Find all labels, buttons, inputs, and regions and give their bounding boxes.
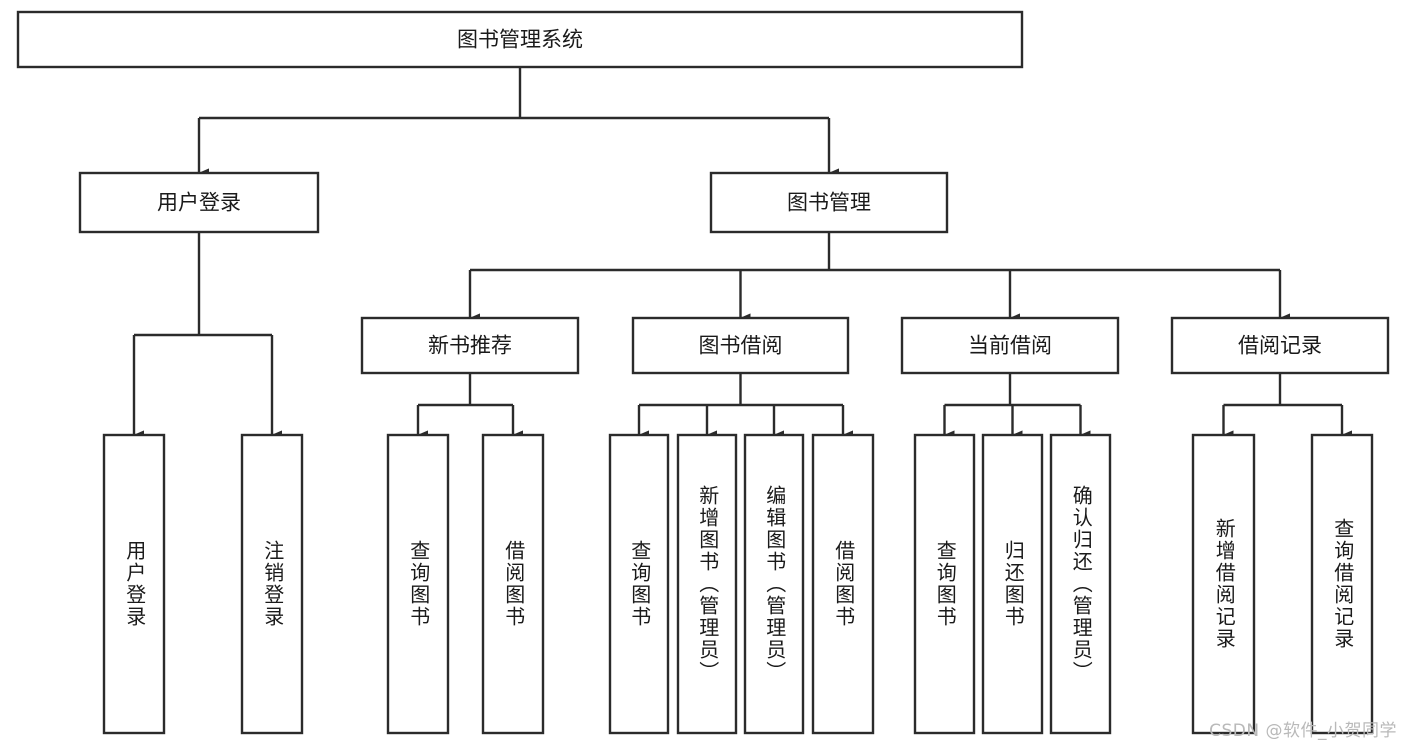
node-leaf-borrow-add-book[interactable] xyxy=(676,433,738,735)
node-leaf-user-login[interactable] xyxy=(102,433,166,735)
node-new-book-rec[interactable] xyxy=(360,316,580,375)
node-leaf-cur-query-book[interactable] xyxy=(913,433,976,735)
connector-layer xyxy=(132,67,1352,440)
node-label-current-borrow: 当前借阅 xyxy=(968,334,1052,358)
node-box-layer xyxy=(16,10,1390,735)
node-label-book-manage: 图书管理 xyxy=(787,191,871,215)
node-leaf-rec-query-book[interactable] xyxy=(386,433,450,735)
node-leaf-rec-add-record[interactable] xyxy=(1191,433,1256,735)
node-book-borrow[interactable] xyxy=(631,316,850,375)
node-leaf-rec-borrow-book[interactable] xyxy=(481,433,545,735)
node-current-borrow[interactable] xyxy=(900,316,1120,375)
node-label-root: 图书管理系统 xyxy=(457,28,583,52)
node-label-borrow-record: 借阅记录 xyxy=(1238,334,1322,358)
node-root[interactable] xyxy=(16,10,1024,69)
node-label-user-login: 用户登录 xyxy=(157,191,241,215)
node-user-login[interactable] xyxy=(78,171,320,234)
node-label-new-book-rec: 新书推荐 xyxy=(428,334,512,358)
node-label-book-borrow: 图书借阅 xyxy=(699,334,783,358)
csdn-watermark: CSDN @软件_小贺同学 xyxy=(1209,721,1397,741)
node-leaf-cur-confirm-return[interactable] xyxy=(1049,433,1112,735)
node-book-manage[interactable] xyxy=(709,171,949,234)
node-leaf-borrow-edit-book[interactable] xyxy=(743,433,805,735)
node-leaf-borrow-query-book[interactable] xyxy=(608,433,670,735)
node-borrow-record[interactable] xyxy=(1170,316,1390,375)
node-leaf-rec-query-record[interactable] xyxy=(1310,433,1374,735)
node-leaf-cur-return-book[interactable] xyxy=(981,433,1044,735)
node-leaf-user-logout[interactable] xyxy=(240,433,304,735)
node-leaf-borrow-borrow-book[interactable] xyxy=(811,433,875,735)
